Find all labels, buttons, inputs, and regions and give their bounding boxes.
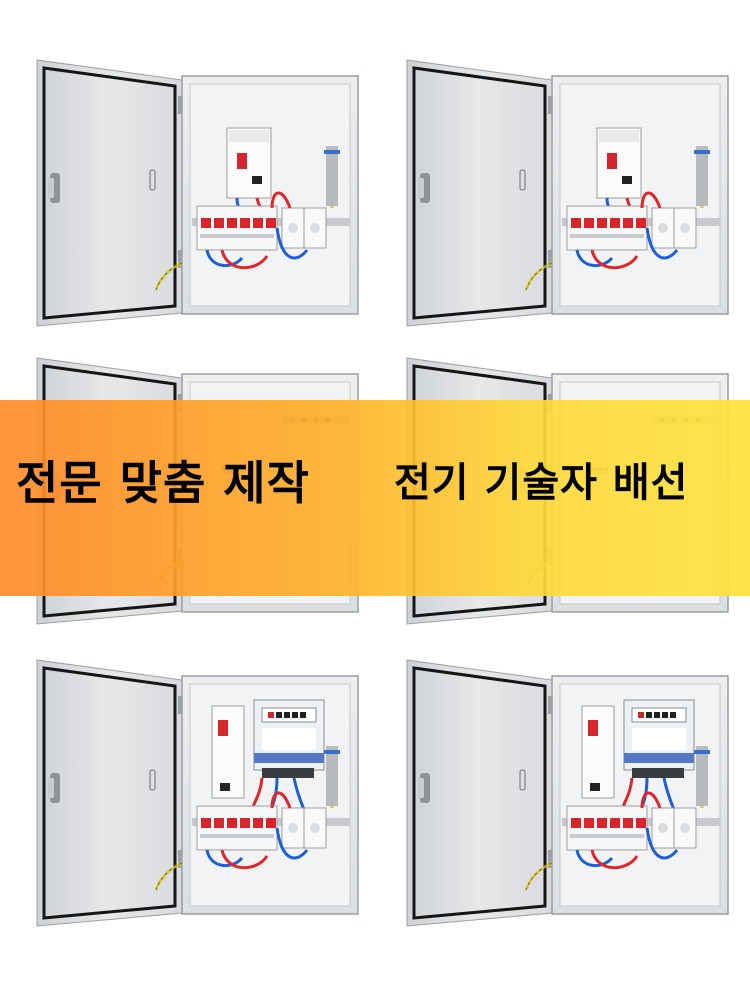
- banner-right-text: 전기 기술자 배선: [394, 460, 689, 506]
- banner-left-text: 전문 맞춤 제작: [16, 456, 310, 510]
- cabinet-photo-6: [402, 658, 732, 928]
- cabinet-photo-5: [32, 658, 362, 928]
- cabinet-photo-1: [32, 58, 362, 328]
- promo-banner: [0, 400, 750, 596]
- cabinet-photo-2: [402, 58, 732, 328]
